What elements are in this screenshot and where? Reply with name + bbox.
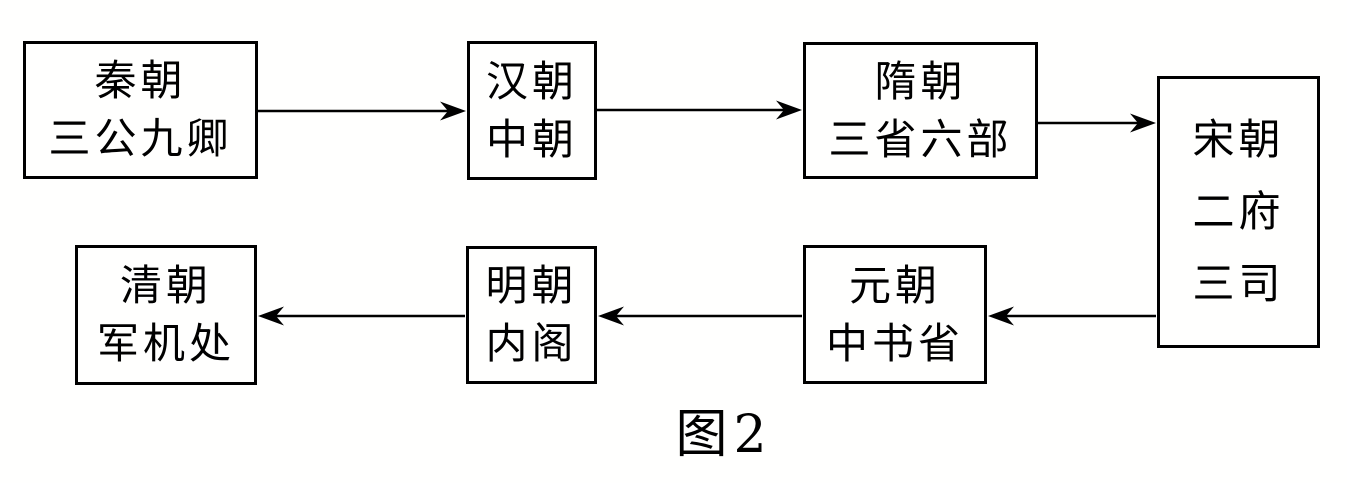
node-han-system-label: 中朝	[485, 114, 578, 164]
node-ming-system-label: 内阁	[485, 319, 578, 368]
node-han-zhongchao: 汉朝 中朝	[467, 41, 597, 180]
node-song-system-label-1: 二府	[1192, 187, 1285, 236]
node-sui-system-label: 三省六部	[828, 114, 1013, 164]
arrow-song-to-yuan	[988, 306, 1156, 326]
arrow-qin-to-han	[258, 101, 466, 121]
node-qing-system-label: 军机处	[96, 319, 235, 368]
node-yuan-system-label: 中书省	[825, 318, 964, 368]
node-qing-dynasty-label: 清朝	[119, 261, 212, 310]
figure-caption: 图2	[675, 405, 773, 465]
node-qin-sangongjiuqing: 秦朝 三公九卿	[23, 41, 258, 179]
node-song-system-label-2: 三司	[1192, 259, 1285, 308]
node-ming-neige: 明朝 内阁	[466, 246, 597, 384]
node-yuan-dynasty-label: 元朝	[848, 260, 941, 310]
node-qin-dynasty-label: 秦朝	[94, 56, 187, 105]
arrow-yuan-to-ming	[598, 306, 802, 326]
node-song-dynasty-label: 宋朝	[1192, 115, 1285, 164]
node-qing-junjichu: 清朝 军机处	[75, 245, 257, 385]
node-yuan-zhongshusheng: 元朝 中书省	[803, 245, 987, 384]
node-ming-dynasty-label: 明朝	[485, 261, 578, 310]
node-sui-sanshengliubu: 隋朝 三省六部	[803, 42, 1038, 179]
node-song-erfusansi: 宋朝 二府 三司	[1157, 76, 1320, 348]
node-qin-system-label: 三公九卿	[48, 114, 233, 163]
arrow-han-to-sui	[597, 100, 802, 120]
arrow-ming-to-qing	[258, 306, 465, 326]
node-han-dynasty-label: 汉朝	[485, 56, 578, 106]
node-sui-dynasty-label: 隋朝	[874, 56, 967, 106]
arrow-sui-to-song	[1038, 113, 1156, 133]
